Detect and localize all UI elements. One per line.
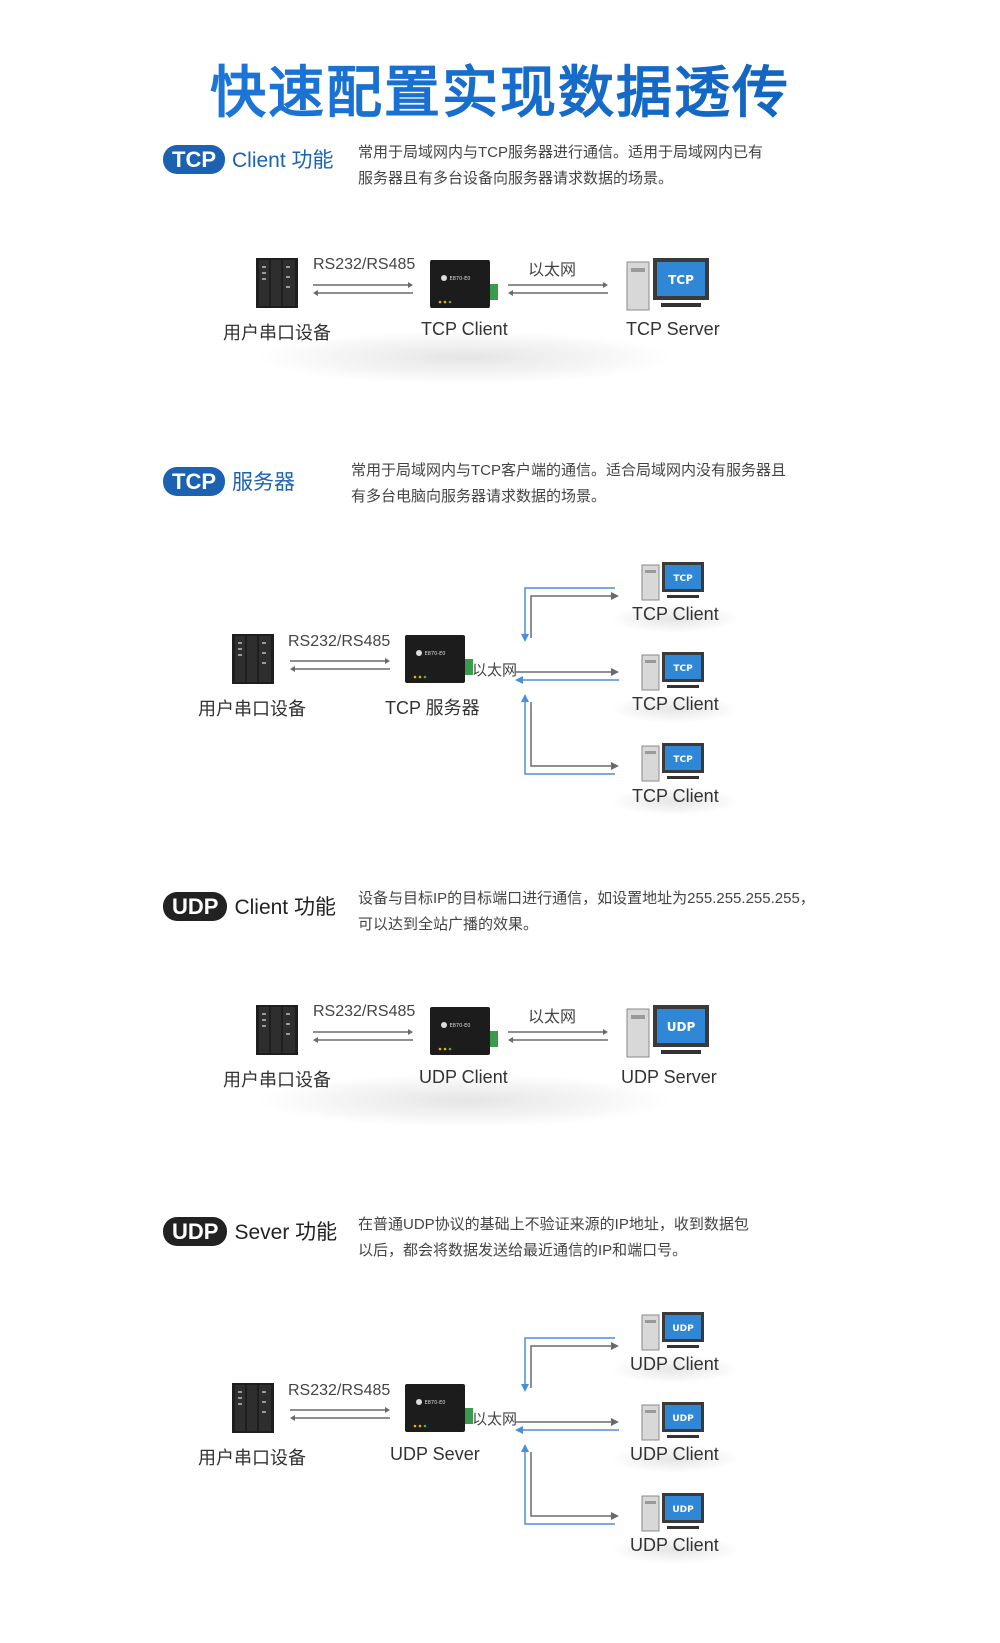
ethernet-label: 以太网 bbox=[472, 1411, 518, 1428]
serial-device-label: 用户串口设备 bbox=[223, 1070, 331, 1090]
device-model-text: E870-E0 bbox=[425, 651, 446, 657]
description-line: 常用于局域网内与TCP客户端的通信。适合局域网内没有服务器且 bbox=[351, 462, 787, 479]
screen-text: TCP bbox=[673, 755, 693, 765]
serial-device-icon bbox=[256, 258, 298, 308]
server-label: UDP Server bbox=[621, 1067, 717, 1087]
serial-device-label: 用户串口设备 bbox=[223, 323, 331, 343]
client-label: UDP Client bbox=[630, 1444, 719, 1464]
serial-arrows bbox=[290, 658, 390, 672]
client-computer-icon: UDP bbox=[641, 1493, 704, 1532]
serial-arrows bbox=[313, 282, 413, 296]
screen-text: TCP bbox=[673, 574, 693, 584]
description-line: 设备与目标IP的目标端口进行通信，如设置地址为255.255.255.255， bbox=[358, 890, 815, 907]
floor-shadow bbox=[610, 695, 740, 723]
gateway-device-icon: E870-E0 bbox=[405, 635, 473, 683]
section-description: 常用于局域网内与TCP客户端的通信。适合局域网内没有服务器且 有多台电脑向服务器… bbox=[351, 458, 871, 510]
section-title: Client 功能 bbox=[232, 149, 334, 172]
serial-label: RS232/RS485 bbox=[288, 1382, 391, 1399]
screen-text: TCP bbox=[668, 273, 694, 287]
device-model-text: E870-E0 bbox=[450, 276, 471, 282]
section-title: 服务器 bbox=[232, 471, 295, 494]
client-label: UDP Client bbox=[630, 1535, 719, 1555]
protocol-badge: TCP bbox=[163, 144, 225, 174]
floor-shadow bbox=[610, 787, 740, 815]
gateway-device-icon: E870-E0 bbox=[405, 1384, 473, 1432]
screen-text: UDP bbox=[672, 1505, 694, 1515]
serial-label: RS232/RS485 bbox=[288, 633, 391, 650]
serial-device-icon bbox=[232, 1383, 274, 1433]
serial-arrows bbox=[313, 1029, 413, 1043]
server-label: TCP Server bbox=[626, 319, 720, 339]
serial-arrows bbox=[290, 1407, 390, 1421]
screen-text: UDP bbox=[667, 1020, 696, 1034]
client-computer-icon: TCP bbox=[641, 743, 704, 782]
floor-shadow bbox=[255, 330, 675, 385]
description-line: 常用于局域网内与TCP服务器进行通信。适用于局域网内已有 bbox=[358, 144, 764, 161]
device-model-text: E870-E0 bbox=[425, 1400, 446, 1406]
client-label: TCP Client bbox=[632, 694, 719, 714]
section-description: 在普通UDP协议的基础上不验证来源的IP地址，收到数据包 以后，都会将数据发送给… bbox=[358, 1212, 858, 1264]
client-computer-icon: TCP bbox=[641, 652, 704, 691]
floor-shadow bbox=[255, 1073, 675, 1128]
gateway-device-icon: E870-E0 bbox=[430, 1007, 498, 1055]
serial-label: RS232/RS485 bbox=[313, 1003, 416, 1020]
gateway-device-icon: E870-E0 bbox=[430, 260, 498, 308]
section-header: UDP Sever 功能 bbox=[163, 1216, 337, 1246]
client-label: UDP Client bbox=[630, 1354, 719, 1374]
network-branch-lines bbox=[515, 1337, 619, 1525]
protocol-badge: UDP bbox=[163, 1216, 228, 1246]
serial-device-icon bbox=[232, 634, 274, 684]
floor-shadow bbox=[610, 605, 740, 633]
floor-shadow bbox=[610, 1445, 740, 1473]
floor-shadow bbox=[610, 1355, 740, 1383]
gateway-label: TCP Client bbox=[421, 319, 508, 339]
network-branch-lines bbox=[515, 587, 619, 775]
protocol-badge: UDP bbox=[163, 891, 228, 921]
ethernet-label: 以太网 bbox=[528, 1009, 577, 1026]
client-computer-icon: TCP bbox=[641, 562, 704, 601]
ethernet-arrows bbox=[508, 282, 608, 296]
section-title: Client 功能 bbox=[234, 896, 336, 919]
serial-device-label: 用户串口设备 bbox=[198, 1448, 306, 1468]
client-label: TCP Client bbox=[632, 786, 719, 806]
section-header: TCP Client 功能 bbox=[163, 144, 334, 174]
server-computer-icon: UDP bbox=[626, 1005, 709, 1058]
ethernet-label: 以太网 bbox=[472, 662, 518, 679]
screen-text: UDP bbox=[672, 1324, 694, 1334]
protocol-badge: TCP bbox=[163, 466, 225, 496]
section-header: TCP 服务器 bbox=[163, 466, 295, 496]
client-label: TCP Client bbox=[632, 604, 719, 624]
ethernet-arrows bbox=[508, 1029, 608, 1043]
server-computer-icon: TCP bbox=[626, 258, 709, 311]
floor-shadow bbox=[610, 1536, 740, 1564]
gateway-label: UDP Sever bbox=[390, 1444, 480, 1464]
description-line: 以后，都会将数据发送给最近通信的IP和端口号。 bbox=[358, 1242, 688, 1259]
serial-label: RS232/RS485 bbox=[313, 256, 416, 273]
serial-device-icon bbox=[256, 1005, 298, 1055]
description-line: 可以达到全站广播的效果。 bbox=[358, 916, 539, 933]
section-description: 设备与目标IP的目标端口进行通信，如设置地址为255.255.255.255， … bbox=[358, 886, 858, 938]
ethernet-label: 以太网 bbox=[528, 262, 577, 279]
gateway-label: TCP 服务器 bbox=[385, 698, 480, 718]
client-computer-icon: UDP bbox=[641, 1402, 704, 1441]
device-model-text: E870-E0 bbox=[450, 1023, 471, 1029]
description-line: 服务器且有多台设备向服务器请求数据的场景。 bbox=[358, 170, 674, 187]
gateway-label: UDP Client bbox=[419, 1067, 508, 1087]
serial-device-label: 用户串口设备 bbox=[198, 699, 306, 719]
page-title: 快速配置实现数据透传 bbox=[0, 48, 1000, 129]
screen-text: TCP bbox=[673, 664, 693, 674]
screen-text: UDP bbox=[672, 1414, 694, 1424]
section-header: UDP Client 功能 bbox=[163, 891, 336, 921]
description-line: 有多台电脑向服务器请求数据的场景。 bbox=[351, 488, 607, 505]
section-title: Sever 功能 bbox=[234, 1221, 338, 1244]
section-description: 常用于局域网内与TCP服务器进行通信。适用于局域网内已有 服务器且有多台设备向服… bbox=[358, 140, 858, 192]
description-line: 在普通UDP协议的基础上不验证来源的IP地址，收到数据包 bbox=[358, 1216, 749, 1233]
client-computer-icon: UDP bbox=[641, 1312, 704, 1351]
